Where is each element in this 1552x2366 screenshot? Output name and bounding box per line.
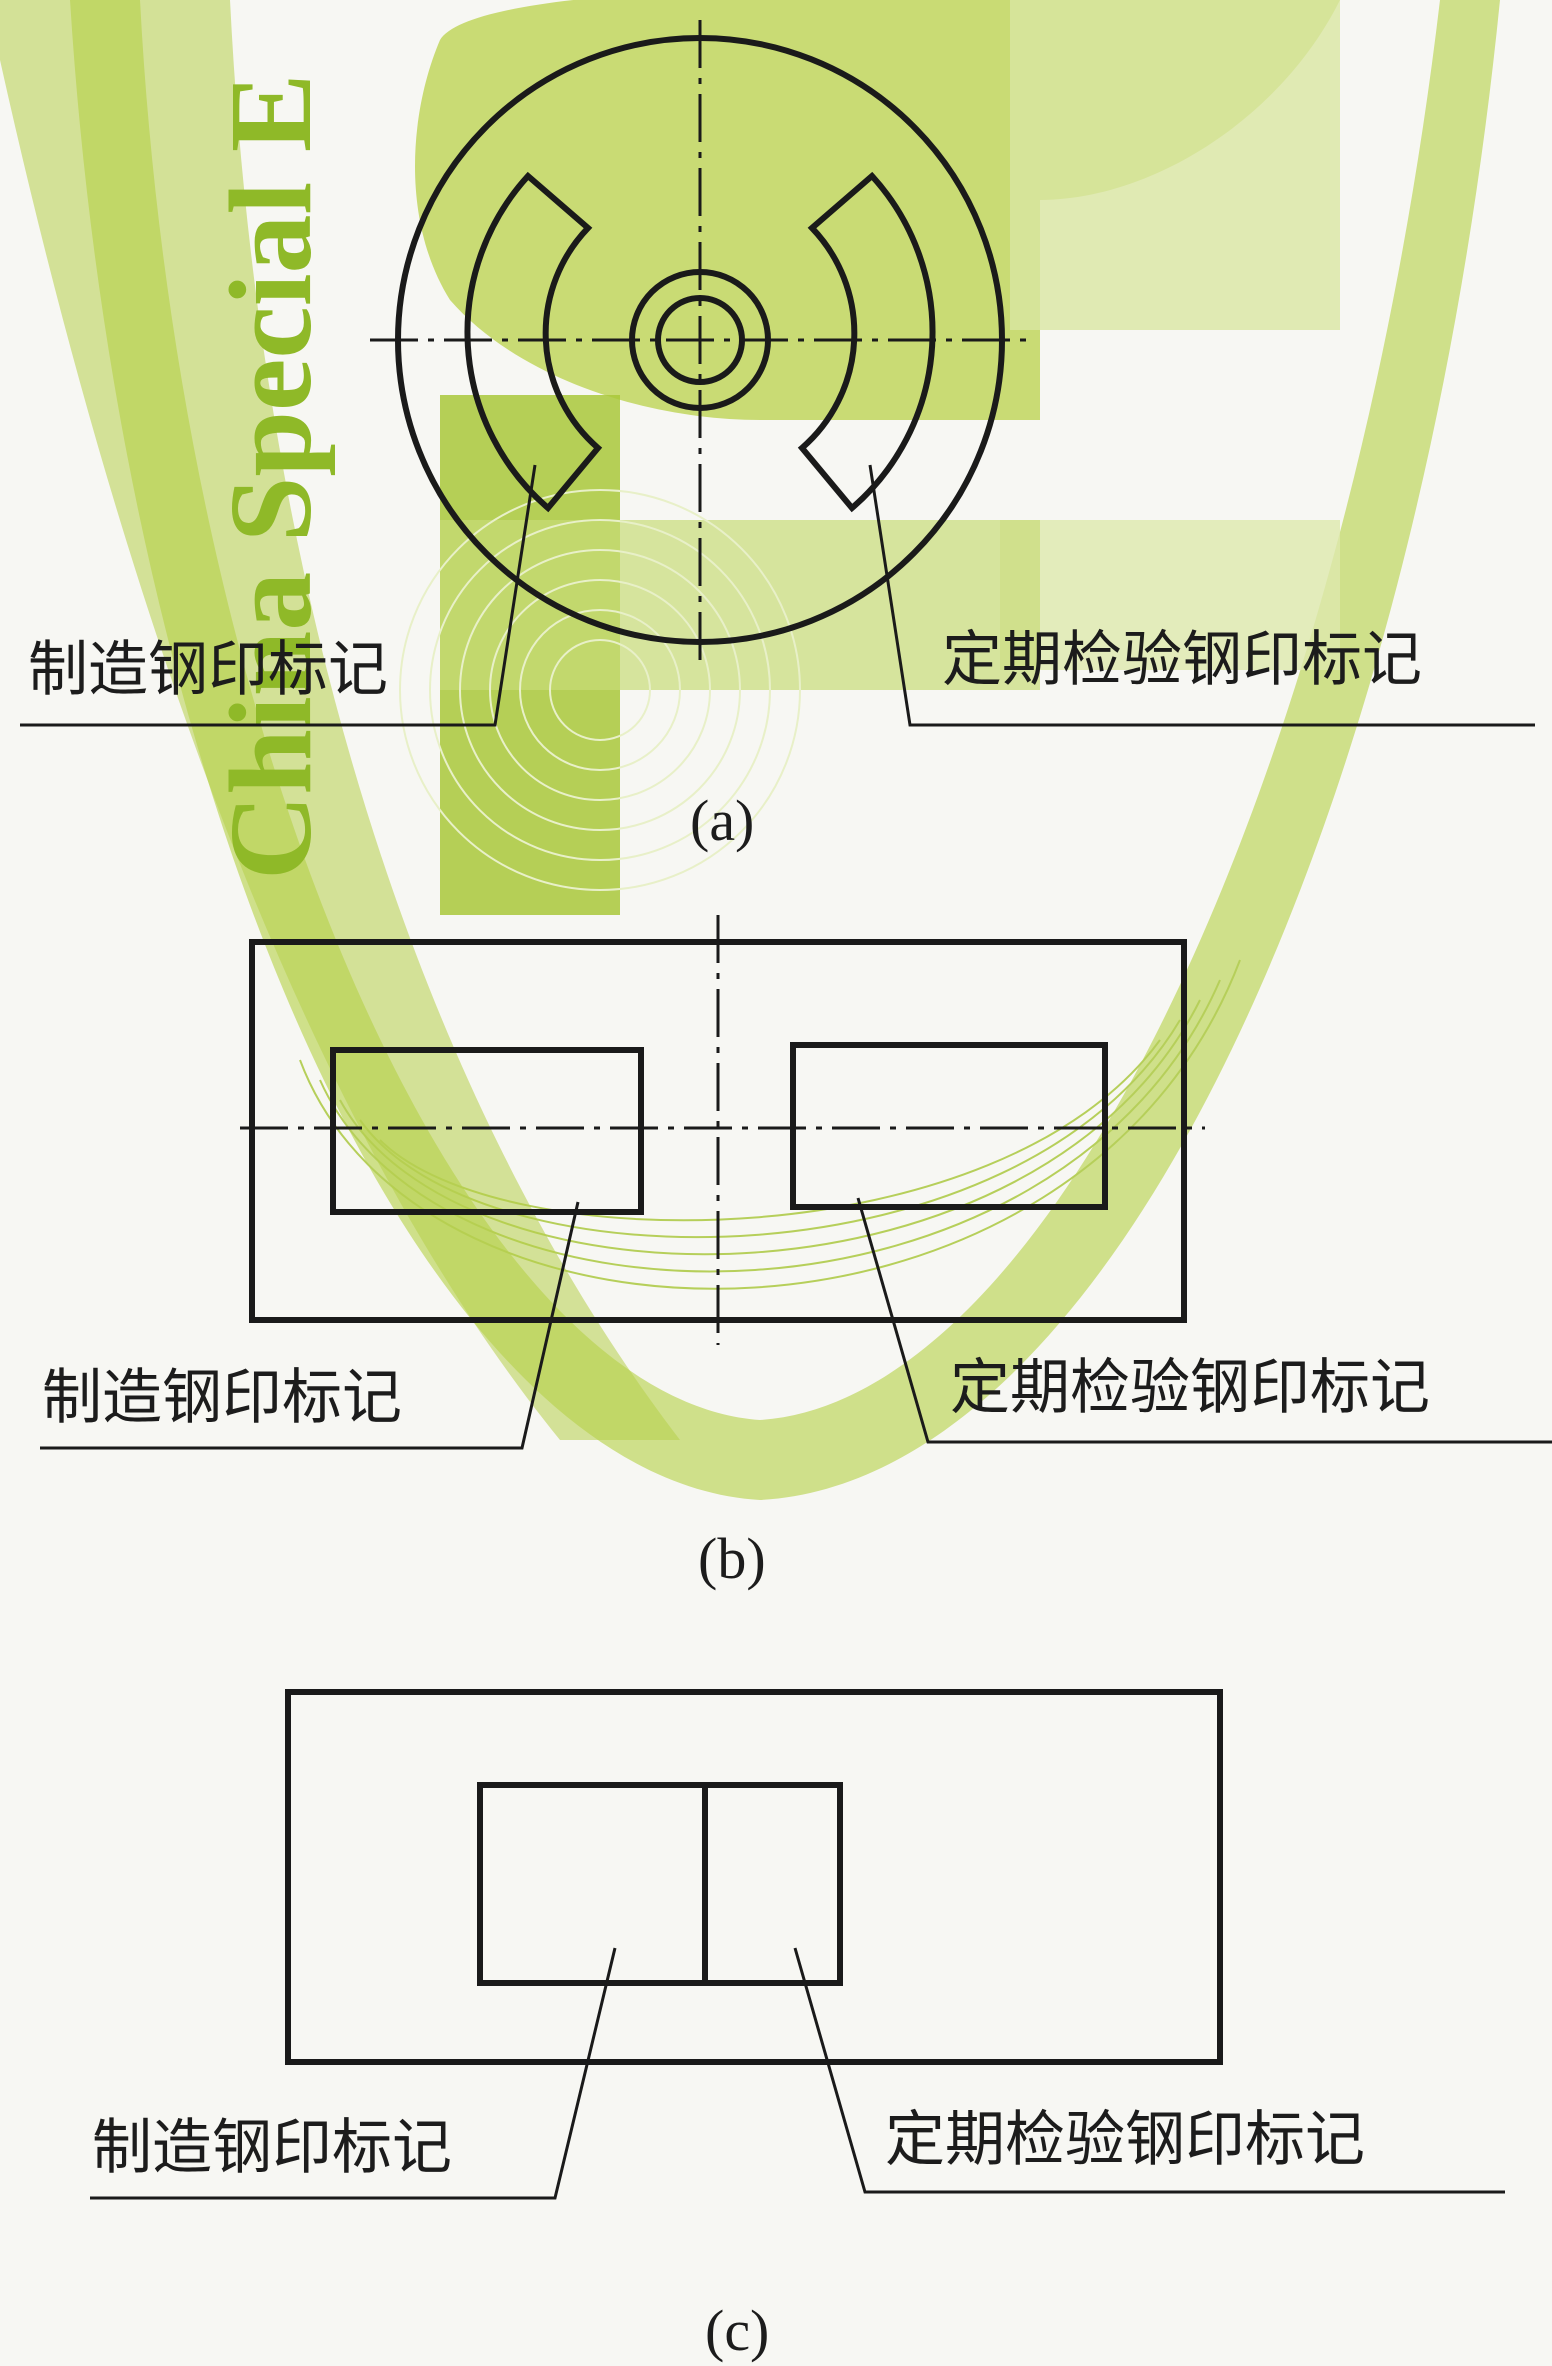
figure-a-left-stamp-slot: [464, 171, 603, 513]
figure-b-left-leader: [40, 1201, 580, 1450]
figure-c-caption: (c): [705, 2298, 769, 2363]
figure-a-right-label: 定期检验钢印标记: [942, 625, 1422, 695]
figure-b-caption: (b): [698, 1526, 766, 1591]
figure-b-right-label: 定期检验钢印标记: [950, 1353, 1430, 1423]
figure-c-left-stamp-area: [477, 1782, 708, 1986]
figure-c-right-leader: [793, 1947, 1505, 2194]
figure-a-caption: (a): [690, 788, 754, 853]
figure-a-left-label: 制造钢印标记: [28, 635, 388, 705]
figure-a-right-leader: [868, 464, 1535, 727]
watermark-block-right-lower: [1000, 520, 1340, 670]
figure-c-outer-rect: [285, 1689, 1223, 2065]
figure-b-right-leader: [856, 1197, 1552, 1444]
figure-c-left-leader: [90, 1947, 617, 2200]
figure-a-left-leader: [20, 464, 537, 727]
figure-c-left-label: 制造钢印标记: [92, 2113, 452, 2183]
figure-b-left-label: 制造钢印标记: [42, 1363, 402, 1433]
watermark-block-right: [1010, 0, 1340, 330]
figure-b: 制造钢印标记 定期检验钢印标记 (b): [40, 915, 1552, 1591]
watermark-left-band: [0, 0, 680, 1440]
watermark-rings: [399, 489, 801, 891]
figure-c-right-stamp-area: [702, 1782, 843, 1986]
figure-c-right-label: 定期检验钢印标记: [885, 2105, 1365, 2175]
figure-a-valve-inner-ring: [655, 295, 745, 385]
figure-b-right-stamp-area: [790, 1042, 1108, 1210]
watermark-text: China Special E: [205, 73, 336, 880]
watermark-shield: [70, 0, 1500, 1500]
figure-c: 制造钢印标记 定期检验钢印标记 (c): [90, 1689, 1505, 2363]
figure-a: 制造钢印标记 定期检验钢印标记 (a): [20, 20, 1535, 853]
figure-a-outer-circle: [395, 35, 1005, 645]
figure-a-right-stamp-slot: [797, 171, 936, 513]
watermark-logo: China Special E: [0, 0, 1500, 1500]
figure-b-left-stamp-area: [330, 1047, 644, 1215]
figure-a-valve-outer-ring: [629, 269, 771, 411]
